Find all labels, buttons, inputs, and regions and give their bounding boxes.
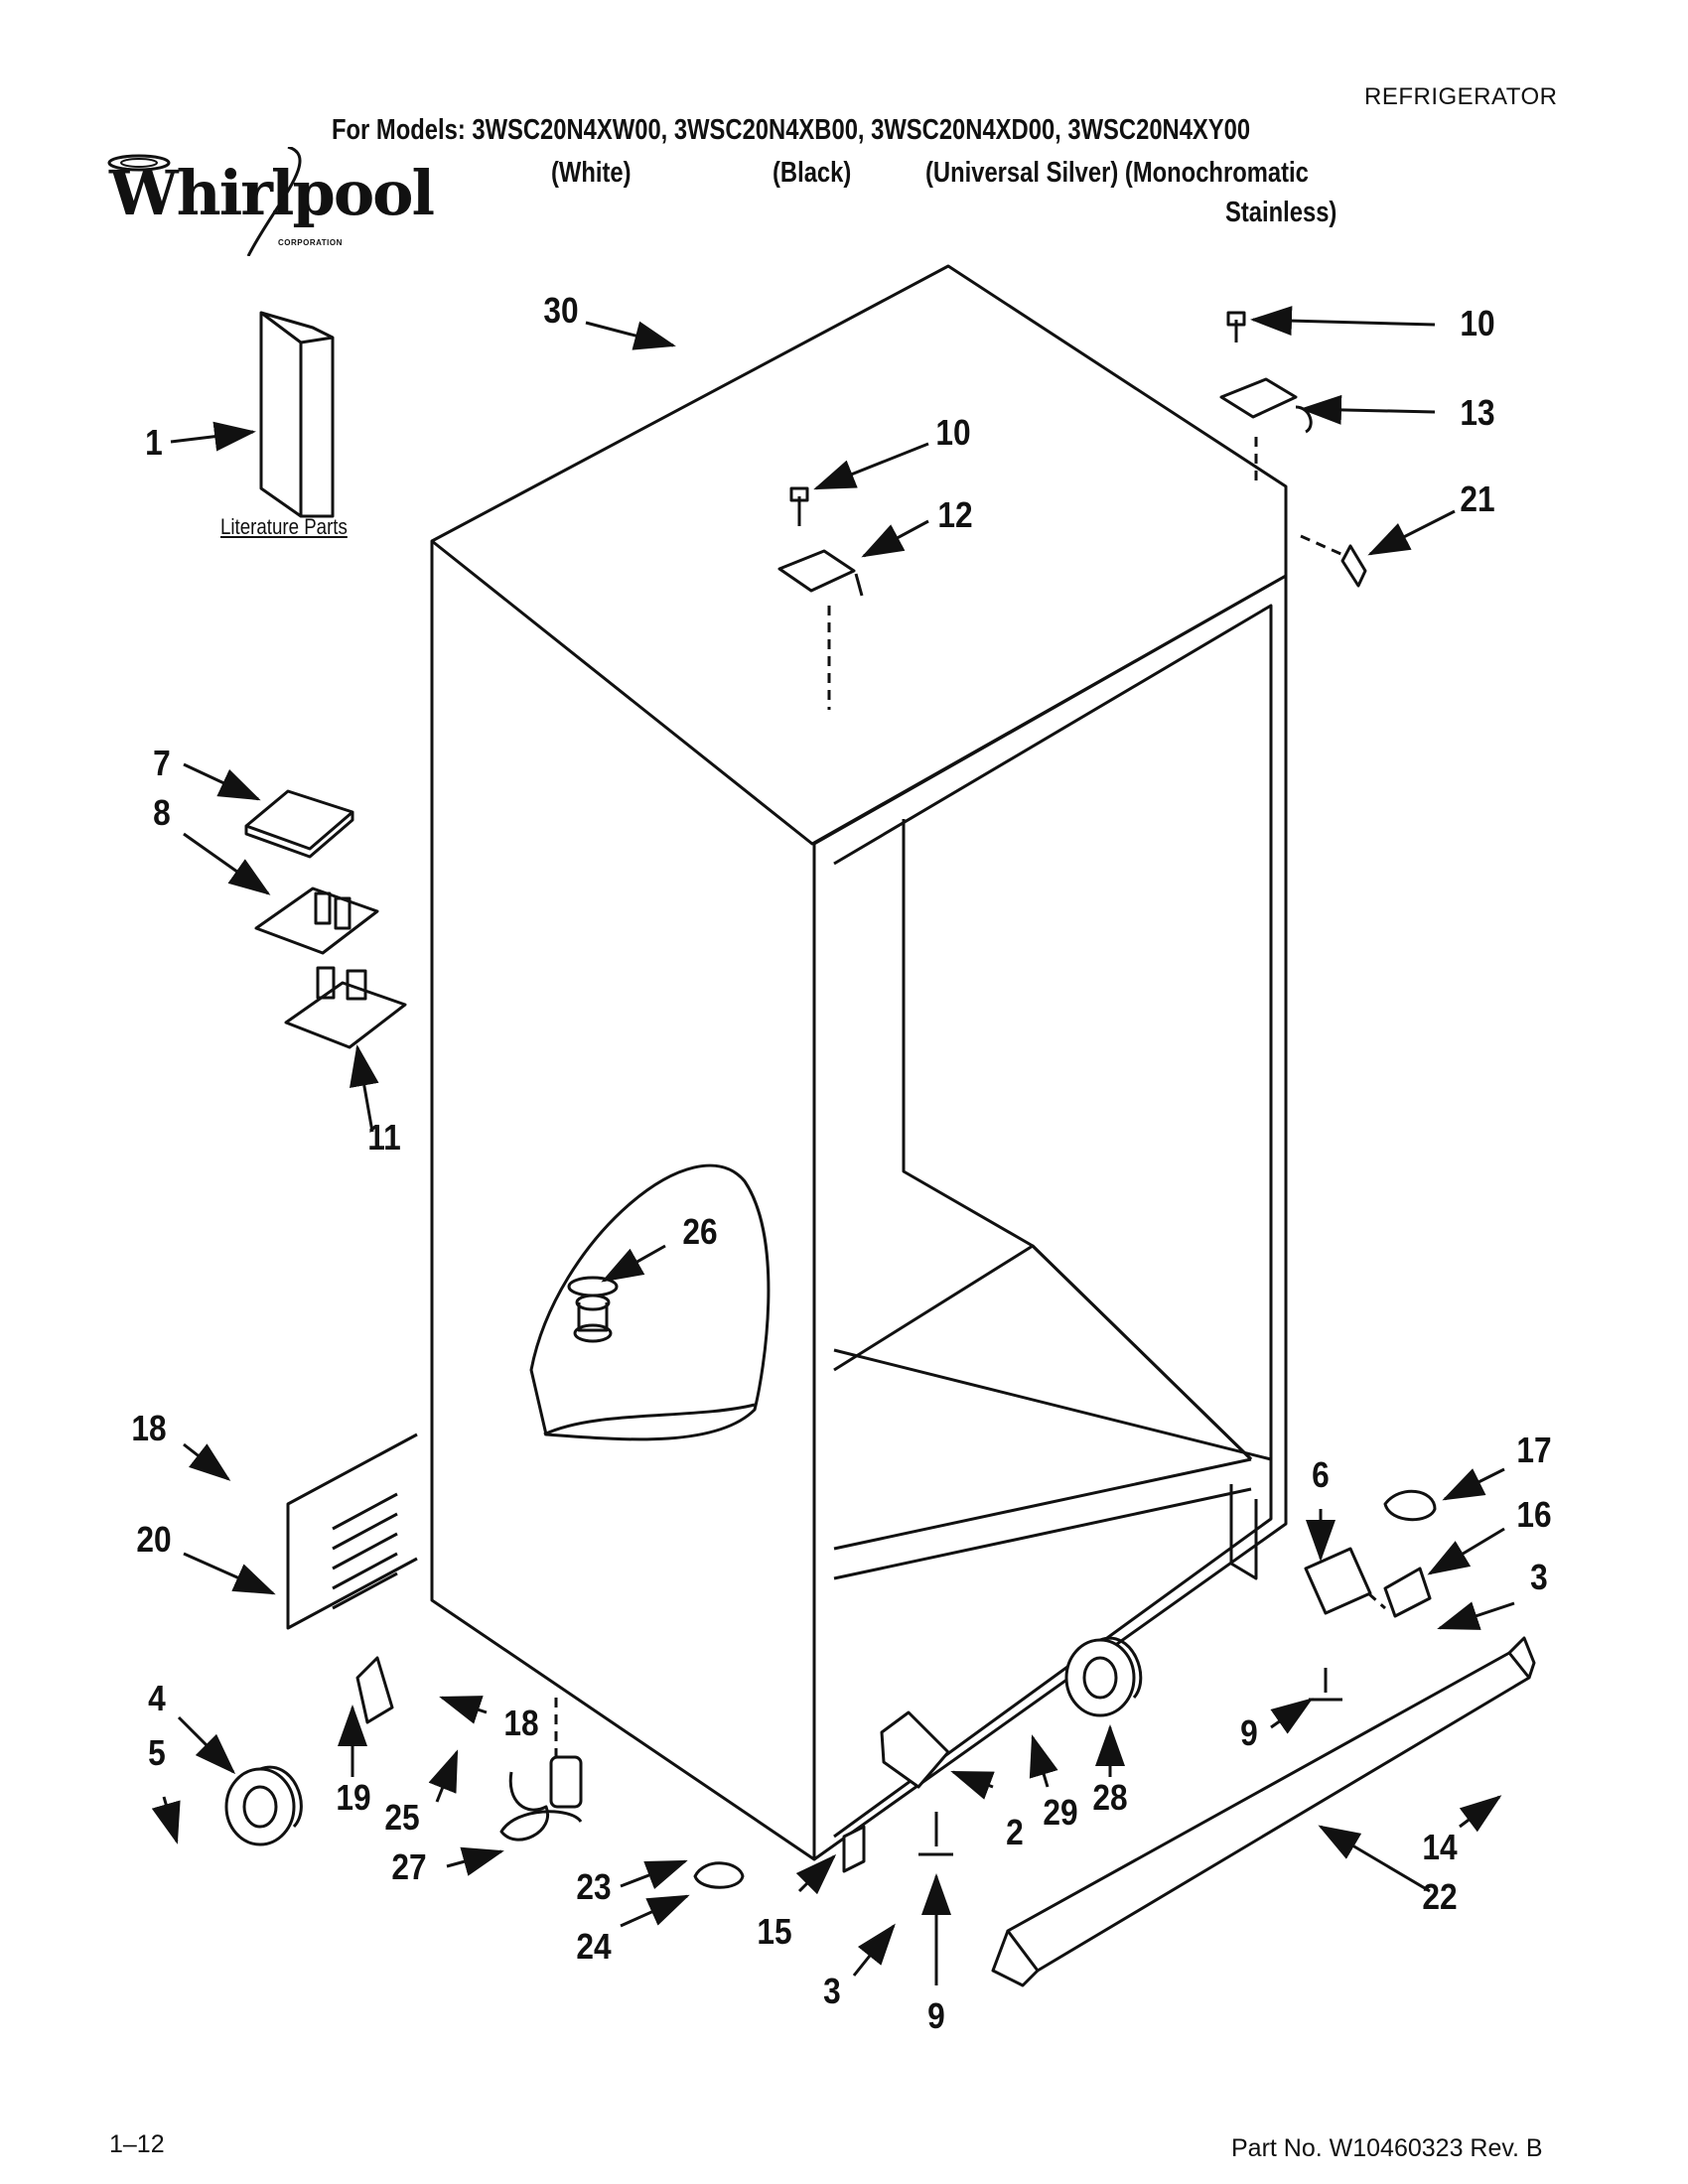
callout-3: 3 bbox=[823, 1971, 841, 2011]
callout-13: 13 bbox=[1460, 392, 1495, 433]
callout-10: 10 bbox=[935, 412, 971, 453]
clip-part bbox=[1340, 544, 1367, 588]
callout-26: 26 bbox=[682, 1211, 718, 1252]
callout-14: 14 bbox=[1422, 1827, 1458, 1867]
callout-30: 30 bbox=[543, 290, 579, 331]
hinge-cap-part bbox=[693, 1861, 745, 1889]
callout-15: 15 bbox=[757, 1911, 792, 1952]
logo-swirl-icon bbox=[107, 147, 302, 256]
leveler-part bbox=[918, 1812, 953, 1856]
callout-2: 2 bbox=[1006, 1812, 1024, 1852]
callout-19: 19 bbox=[336, 1777, 371, 1818]
cabinet-cutout bbox=[529, 1163, 771, 1441]
callout-11: 11 bbox=[367, 1117, 401, 1158]
leveler-part bbox=[1309, 1668, 1342, 1702]
literature-parts-label: Literature Parts bbox=[220, 514, 348, 539]
callout-5: 5 bbox=[148, 1732, 166, 1773]
literature-booklet-part bbox=[259, 311, 335, 518]
callout-6: 6 bbox=[1312, 1454, 1330, 1495]
callout-7: 7 bbox=[153, 743, 171, 783]
callout-27: 27 bbox=[391, 1846, 427, 1887]
part-number: Part No. W10460323 Rev. B bbox=[1231, 2134, 1543, 2162]
toe-grille-part bbox=[286, 1433, 418, 1630]
callout-1: 1 bbox=[145, 422, 163, 463]
drain-hose-part bbox=[499, 1771, 583, 1842]
callout-28: 28 bbox=[1092, 1777, 1128, 1818]
leveling-bracket-part bbox=[880, 1710, 950, 1789]
callout-16: 16 bbox=[1516, 1494, 1552, 1535]
callout-18: 18 bbox=[503, 1703, 539, 1743]
callout-18: 18 bbox=[131, 1408, 167, 1448]
cabinet-shell bbox=[430, 264, 1288, 1861]
callout-24: 24 bbox=[576, 1926, 612, 1967]
color-black: (Black) bbox=[773, 157, 852, 189]
roller-wheel-part bbox=[1064, 1636, 1143, 1717]
models-line: For Models: 3WSC20N4XW00, 3WSC20N4XB00, … bbox=[332, 114, 1251, 146]
callout-10: 10 bbox=[1460, 303, 1495, 343]
callout-21: 21 bbox=[1460, 478, 1495, 519]
callout-8: 8 bbox=[153, 792, 171, 833]
hinge-cap-part bbox=[1383, 1489, 1437, 1522]
page-number: 1–12 bbox=[109, 2130, 165, 2158]
roller-wheel-part bbox=[224, 1765, 303, 1846]
whirlpool-logo: Whirlpool CORPORATION bbox=[107, 147, 435, 256]
color-mono-continued: Stainless) bbox=[1225, 197, 1337, 228]
callout-3: 3 bbox=[1530, 1557, 1548, 1597]
callout-29: 29 bbox=[1043, 1792, 1078, 1833]
callout-17: 17 bbox=[1516, 1430, 1552, 1470]
top-hinge-left-part bbox=[777, 549, 856, 593]
bottom-hinge-part bbox=[1304, 1547, 1372, 1615]
callout-4: 4 bbox=[148, 1678, 166, 1718]
bracket-part bbox=[355, 1656, 394, 1724]
callout-23: 23 bbox=[576, 1866, 612, 1907]
stop-bracket-part bbox=[842, 1825, 866, 1873]
callout-22: 22 bbox=[1422, 1876, 1458, 1917]
color-white: (White) bbox=[551, 157, 632, 189]
callout-12: 12 bbox=[937, 494, 973, 535]
hinge-bracket-part bbox=[1383, 1567, 1432, 1618]
power-board-part bbox=[284, 981, 407, 1049]
document-category: REFRIGERATOR bbox=[1364, 83, 1558, 110]
top-hinge-right-part bbox=[1219, 377, 1298, 419]
callout-9: 9 bbox=[927, 1995, 945, 2036]
drain-fitting-part bbox=[567, 1276, 619, 1343]
logo-corporation: CORPORATION bbox=[278, 238, 343, 247]
callout-20: 20 bbox=[136, 1519, 172, 1560]
callout-25: 25 bbox=[384, 1797, 420, 1838]
callout-9: 9 bbox=[1240, 1712, 1258, 1753]
color-silver-mono: (Universal Silver) (Monochromatic bbox=[925, 157, 1309, 189]
